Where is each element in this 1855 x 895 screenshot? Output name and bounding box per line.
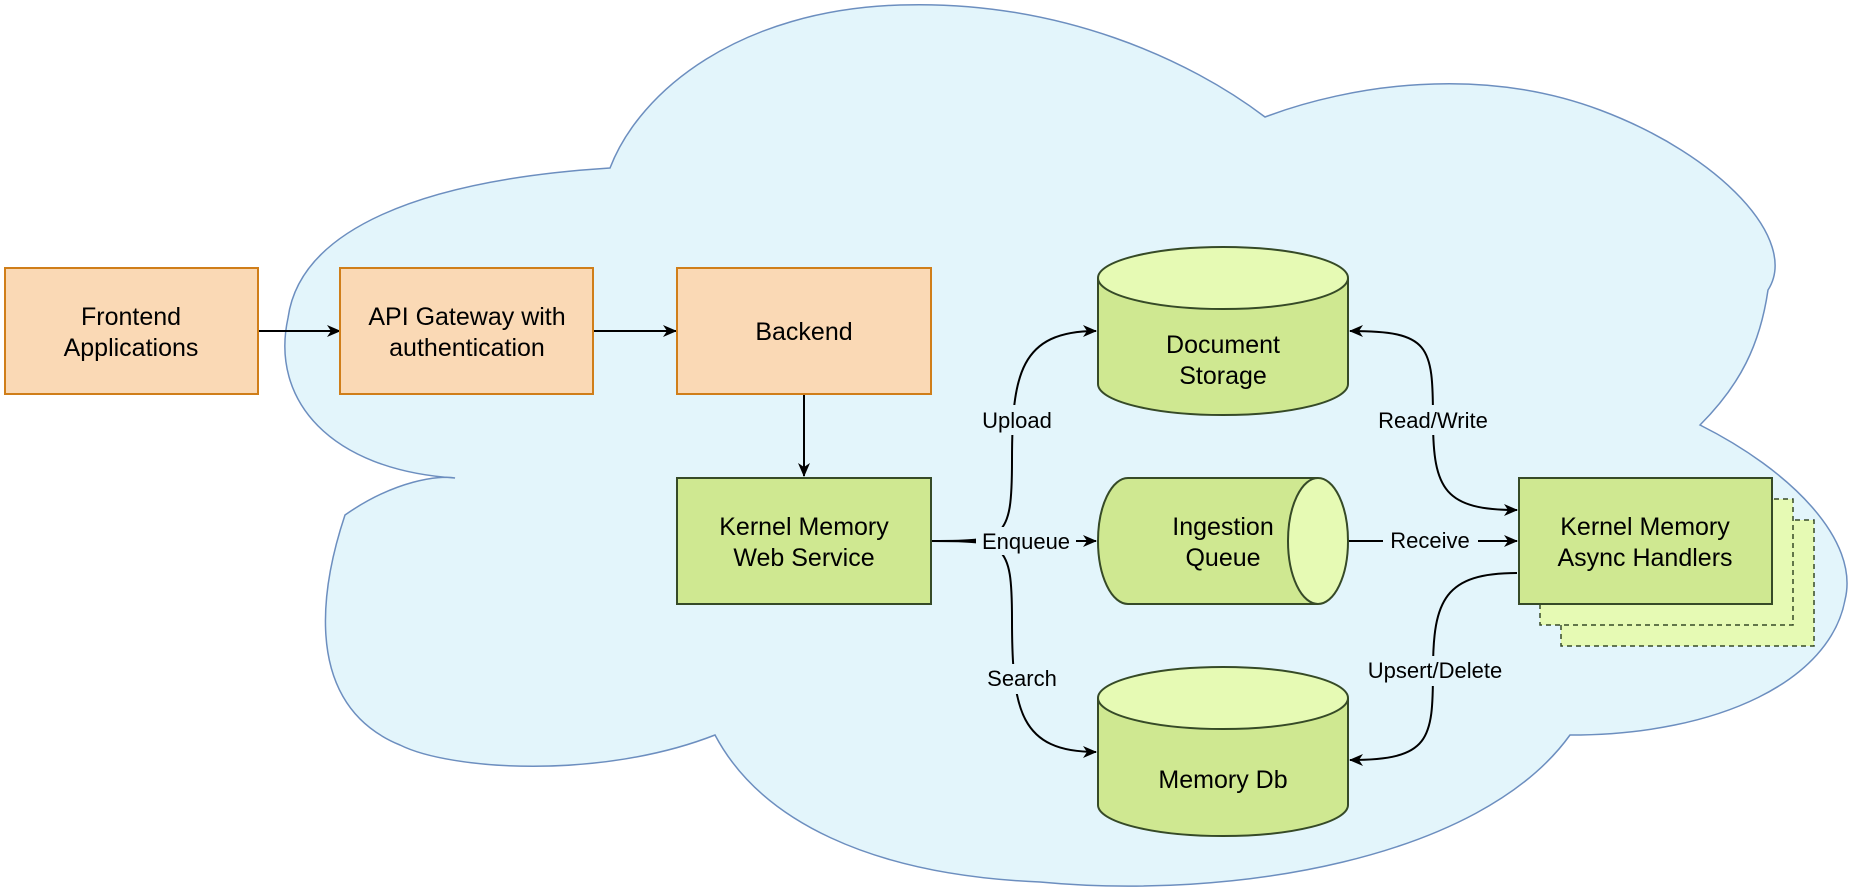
svg-text:API Gateway with: API Gateway with — [368, 303, 565, 331]
svg-text:Web Service: Web Service — [733, 544, 874, 572]
svg-text:Search: Search — [987, 666, 1057, 691]
svg-text:Queue: Queue — [1185, 544, 1260, 572]
edge-label-receive: Receive — [1383, 526, 1478, 554]
svg-text:Upsert/Delete: Upsert/Delete — [1368, 658, 1503, 683]
svg-text:Frontend: Frontend — [81, 303, 181, 331]
edge-label-enqueue: Enqueue — [976, 527, 1076, 555]
edge-label-upsertdelete: Upsert/Delete — [1360, 656, 1510, 686]
svg-text:Kernel Memory: Kernel Memory — [719, 513, 889, 541]
node-ingestion-queue: Ingestion Queue — [1097, 477, 1349, 605]
svg-text:Memory Db: Memory Db — [1158, 766, 1287, 794]
svg-text:Async Handlers: Async Handlers — [1557, 544, 1732, 572]
svg-text:Document: Document — [1166, 331, 1280, 359]
node-memory-db: Memory Db — [1097, 666, 1349, 837]
svg-text:Storage: Storage — [1179, 362, 1267, 390]
svg-text:Applications: Applications — [64, 334, 199, 362]
node-backend: Backend — [676, 267, 932, 395]
svg-text:Backend: Backend — [755, 318, 852, 346]
svg-text:Kernel Memory: Kernel Memory — [1560, 513, 1730, 541]
svg-text:authentication: authentication — [389, 334, 545, 362]
node-api-gateway: API Gateway with authentication — [339, 267, 594, 395]
svg-text:Upload: Upload — [982, 408, 1052, 433]
cloud-shape — [284, 3, 1848, 887]
edge-label-upload: Upload — [972, 405, 1062, 435]
node-document-storage: Document Storage — [1097, 246, 1349, 416]
svg-text:Read/Write: Read/Write — [1378, 408, 1488, 433]
node-web-service: Kernel Memory Web Service — [676, 477, 932, 605]
handlers-stack-front — [1518, 477, 1773, 605]
svg-text:Enqueue: Enqueue — [982, 529, 1070, 554]
svg-text:Receive: Receive — [1390, 528, 1469, 553]
node-async-handlers: Kernel Memory Async Handlers — [1518, 477, 1815, 647]
edge-label-search: Search — [980, 664, 1065, 694]
svg-text:Ingestion: Ingestion — [1172, 513, 1273, 541]
node-frontend-applications: Frontend Applications — [4, 267, 259, 395]
edge-label-readwrite: Read/Write — [1373, 405, 1493, 435]
